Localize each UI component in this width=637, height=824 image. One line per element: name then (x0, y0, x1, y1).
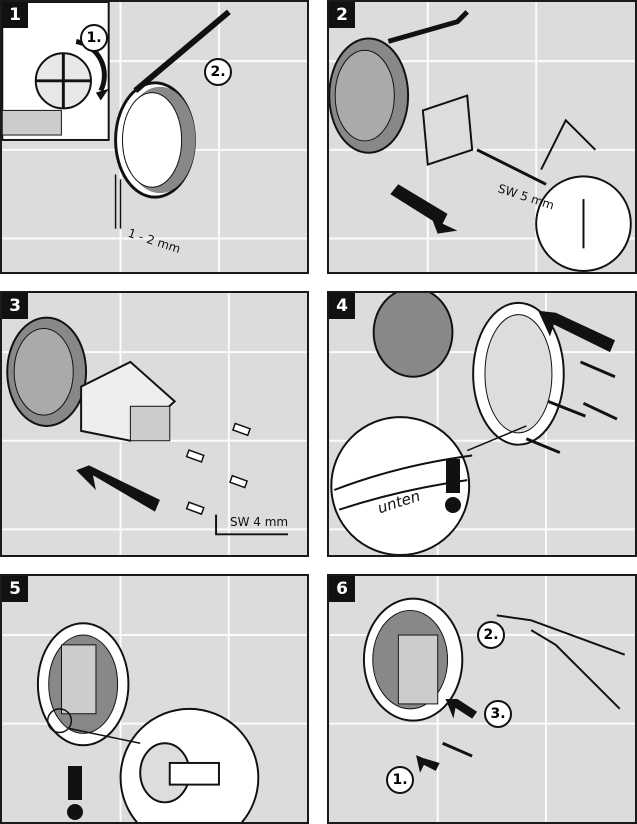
step-1-panel: 1 1. 2. 1 - 2 mm (0, 0, 309, 274)
step-number-badge: 5 (2, 576, 28, 602)
hex-key-size-label: SW 4 mm (230, 515, 288, 529)
step-2-panel: 2 SW 5 mm (327, 0, 637, 274)
step-3-panel: 3 SW 4 mm (0, 291, 309, 557)
step-6-panel: 6 1. 2. 3. (327, 574, 637, 824)
callout-1: 1. (386, 766, 414, 794)
warning-exclamation-icon (68, 766, 82, 820)
step-5-illustration (2, 576, 307, 822)
step-number-badge: 1 (2, 2, 28, 28)
callout-2: 2. (204, 58, 232, 86)
callout-1: 1. (80, 24, 108, 52)
callout-3: 3. (484, 700, 512, 728)
step-4-illustration (329, 293, 635, 555)
step-5-panel: 5 (0, 574, 309, 824)
step-number-badge: 2 (329, 2, 355, 28)
step-4-panel: 4 unten (327, 291, 637, 557)
step-2-illustration (329, 2, 635, 272)
step-1-illustration (2, 2, 307, 272)
step-number-badge: 6 (329, 576, 355, 602)
step-number-badge: 4 (329, 293, 355, 319)
step-6-illustration (329, 576, 635, 822)
warning-exclamation-icon (446, 459, 460, 513)
step-number-badge: 3 (2, 293, 28, 319)
callout-2: 2. (477, 621, 505, 649)
